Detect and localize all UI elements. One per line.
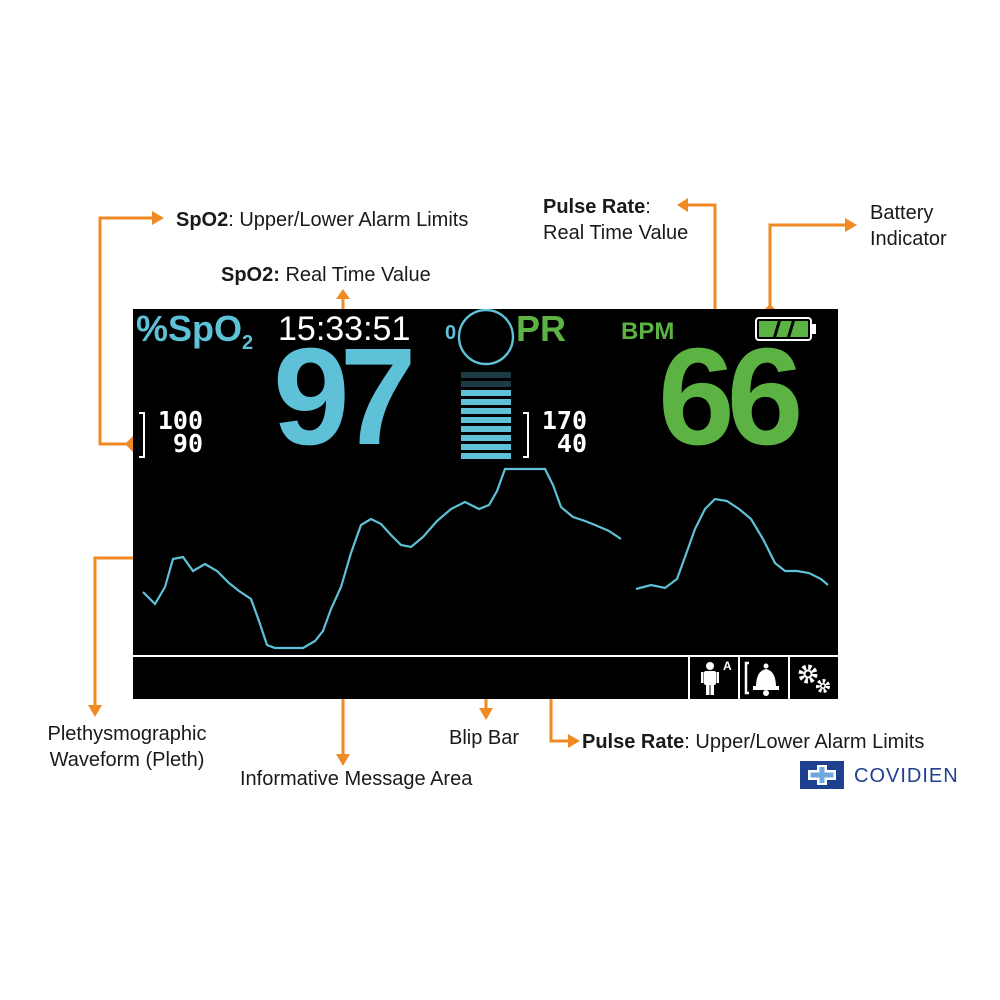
covidien-logo-text: COVIDIEN bbox=[854, 765, 959, 787]
pr-value: 66 bbox=[658, 320, 803, 474]
callout-text: : Upper/Lower Alarm Limits bbox=[228, 209, 469, 231]
arrowhead bbox=[479, 708, 493, 720]
pulse-indicator-circle bbox=[457, 309, 515, 366]
callout-text: Plethysmographic bbox=[47, 723, 207, 745]
pleth-trace-right bbox=[635, 497, 829, 591]
callout-battery: Battery Indicator bbox=[870, 200, 947, 252]
blip-bar-segment bbox=[461, 381, 511, 387]
bpm-label: BPM bbox=[621, 318, 675, 345]
callout-bold: SpO2 bbox=[176, 209, 229, 231]
alarm-bell-icon bbox=[744, 661, 779, 696]
covidien-logo-mark bbox=[800, 761, 844, 789]
callout-pulse-value: Pulse Rate: Real Time Value bbox=[543, 194, 688, 246]
blip-bar-segment bbox=[461, 444, 511, 450]
blip-bar-segment bbox=[461, 453, 511, 459]
callout-text: : bbox=[645, 196, 651, 218]
blip-bar-segment bbox=[461, 417, 511, 423]
spo2-limit-bracket bbox=[139, 412, 145, 458]
callout-text: Waveform (Pleth) bbox=[49, 749, 205, 771]
spo2-value: 97 bbox=[273, 320, 416, 474]
callout-text: Real Time Value bbox=[279, 264, 431, 286]
callout-spo2-limits: SpO2: Upper/Lower Alarm Limits bbox=[176, 207, 468, 233]
spo2-label-text: %SpO bbox=[136, 309, 243, 349]
pr-limit-bracket bbox=[523, 412, 529, 458]
patient-mode-badge: A bbox=[723, 659, 732, 673]
message-divider bbox=[133, 655, 838, 657]
spo2-upper-limit: 100 bbox=[157, 406, 203, 435]
callout-blip-bar: Blip Bar bbox=[449, 725, 519, 751]
arrowhead bbox=[336, 289, 350, 299]
callout-bold: SpO2: bbox=[221, 264, 280, 286]
callout-message-area: Informative Message Area bbox=[240, 766, 472, 792]
settings-gears-icon bbox=[798, 664, 830, 693]
pr-lower-limit: 40 bbox=[556, 429, 587, 458]
callout-spo2-value: SpO2: Real Time Value bbox=[221, 262, 431, 288]
callout-text: Real Time Value bbox=[543, 222, 689, 244]
callout-text: Battery bbox=[870, 202, 934, 224]
callout-pulse-limits: Pulse Rate: Upper/Lower Alarm Limits bbox=[582, 729, 924, 755]
callout-bold: Pulse Rate bbox=[543, 196, 646, 218]
blip-bar-segment bbox=[461, 372, 511, 378]
blip-zero-label: 0 bbox=[445, 322, 457, 344]
battery-icon bbox=[755, 317, 816, 341]
pleth-trace-left bbox=[142, 467, 622, 650]
patient-adult-icon bbox=[701, 662, 719, 695]
arrowhead bbox=[845, 218, 857, 232]
pr-alarm-limits: 170 40 bbox=[529, 406, 587, 458]
callout-text: Blip Bar bbox=[449, 727, 520, 749]
spo2-lower-limit: 90 bbox=[172, 429, 203, 458]
arrowhead bbox=[336, 754, 350, 766]
arrowhead bbox=[152, 211, 164, 225]
monitor-screen: %SpO2 15:33:51 0 PR BPM 97 66 100 90 170… bbox=[133, 309, 838, 699]
callout-text: : Upper/Lower Alarm Limits bbox=[684, 731, 925, 753]
informative-message-area bbox=[133, 657, 688, 699]
callout-pleth: Plethysmographic Waveform (Pleth) bbox=[38, 721, 216, 773]
pr-upper-limit: 170 bbox=[541, 406, 587, 435]
callout-text: Indicator bbox=[870, 228, 947, 250]
blip-bar-segment bbox=[461, 435, 511, 441]
settings-button[interactable] bbox=[788, 657, 838, 699]
spo2-alarm-limits: 100 90 bbox=[145, 406, 203, 458]
alarm-button[interactable] bbox=[738, 657, 788, 699]
blip-bar-segment bbox=[461, 399, 511, 405]
blip-bar-segment bbox=[461, 408, 511, 414]
blip-bar-segment bbox=[461, 426, 511, 432]
spo2-label: %SpO2 bbox=[136, 309, 253, 363]
pr-label: PR bbox=[516, 309, 567, 349]
arrowhead bbox=[568, 734, 580, 748]
leader-battery bbox=[768, 223, 845, 312]
clock: 15:33:51 bbox=[278, 310, 411, 348]
callout-text: Informative Message Area bbox=[240, 768, 473, 790]
spo2-label-subscript: 2 bbox=[242, 332, 254, 354]
patient-mode-button[interactable]: A bbox=[688, 657, 738, 699]
callout-bold: Pulse Rate bbox=[582, 731, 685, 753]
blip-bar-segment bbox=[461, 390, 511, 396]
pleth-waveform bbox=[142, 467, 829, 650]
arrowhead bbox=[88, 705, 102, 717]
blip-bar bbox=[461, 372, 511, 462]
